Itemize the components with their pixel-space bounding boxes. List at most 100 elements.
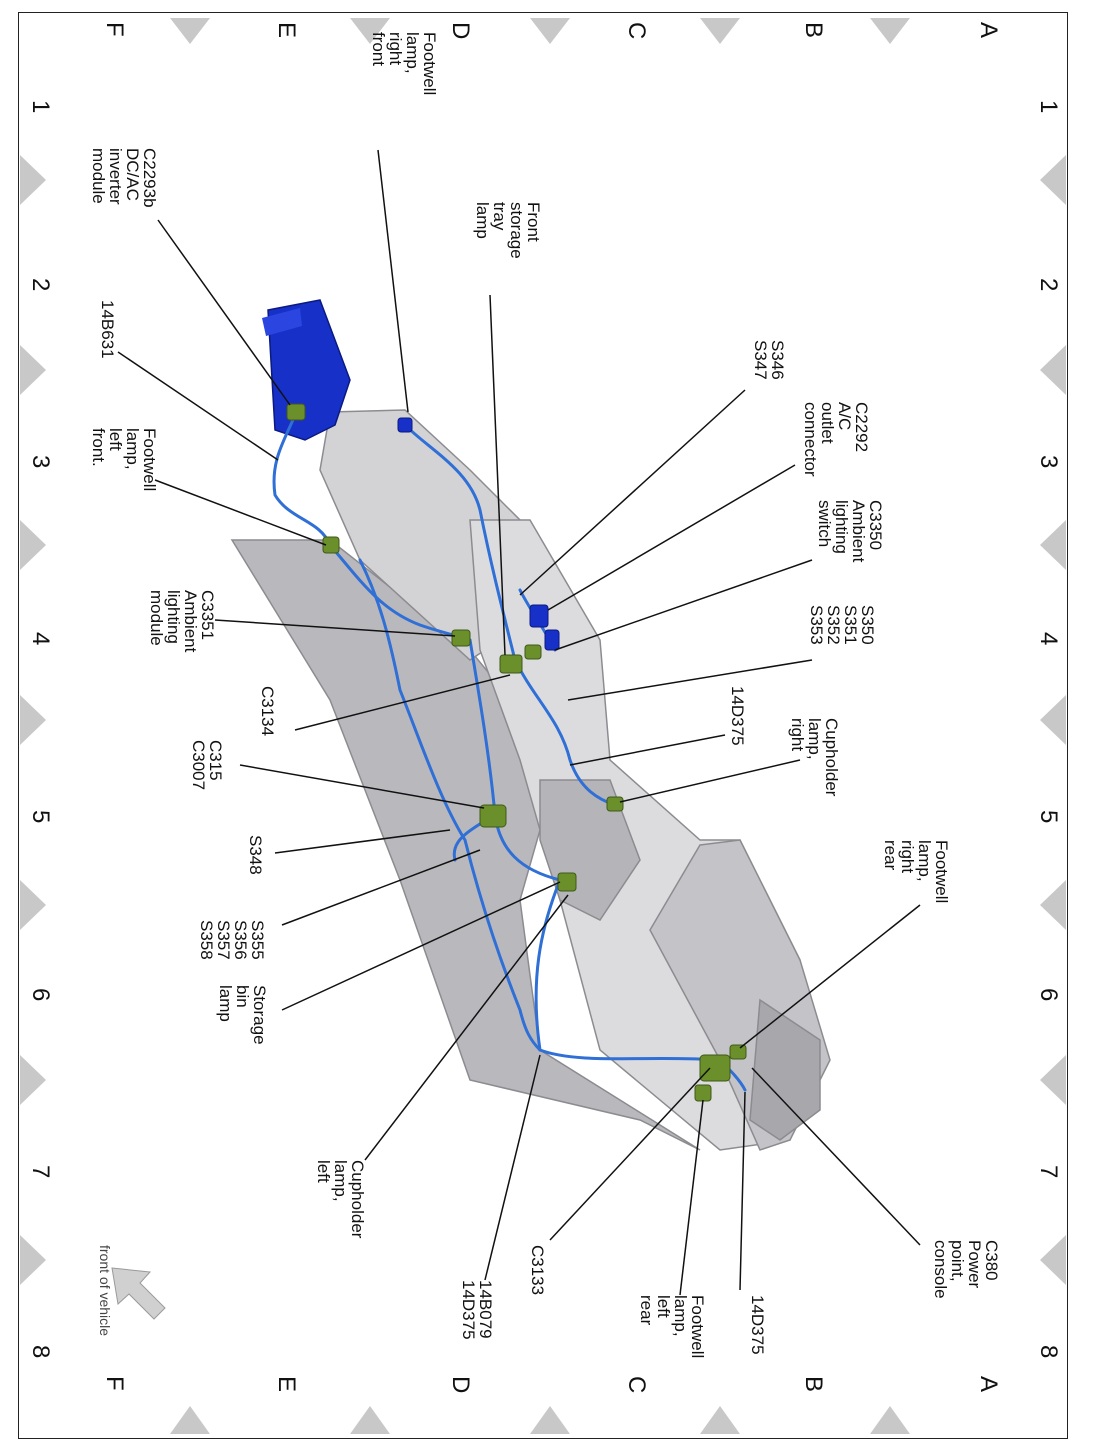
right-marker xyxy=(1040,695,1066,745)
leader-cupholder-left xyxy=(364,894,569,1161)
grid-number-1-left: 1 xyxy=(27,100,54,114)
right-marker xyxy=(1040,880,1066,930)
grid-letter-f-bottom: F xyxy=(101,1376,128,1391)
leader-14d375-top xyxy=(569,734,726,766)
leader-s350 xyxy=(567,659,813,701)
connector-c3351 xyxy=(451,629,471,647)
leader-cupholder-right xyxy=(619,759,801,803)
label-c3134: C3134 xyxy=(258,686,277,737)
grid-letter-d-bottom: D xyxy=(447,1376,474,1394)
grid-number-4-left: 4 xyxy=(27,632,54,646)
top-marker xyxy=(530,18,570,44)
top-marker xyxy=(700,18,740,44)
grid-letter-a-top: A xyxy=(975,22,1002,39)
leader-c3351 xyxy=(214,619,456,637)
connector-footwell-lr xyxy=(694,1084,712,1102)
leader-footwell-rr xyxy=(739,904,921,1049)
grid-letter-f-top: F xyxy=(101,22,128,37)
leader-front-tray xyxy=(489,294,506,656)
grid-letter-c-bottom: C xyxy=(623,1376,650,1394)
label-14b631: 14B631 xyxy=(98,300,117,359)
leader-s346 xyxy=(519,389,746,596)
bottom-marker xyxy=(870,1406,910,1434)
connector-footwell-rf xyxy=(397,417,413,433)
right-marker xyxy=(1040,1055,1066,1105)
top-marker xyxy=(170,18,210,44)
grid-number-1-right: 1 xyxy=(1035,100,1062,114)
leader-s355 xyxy=(281,849,481,926)
right-marker xyxy=(1040,520,1066,570)
grid-number-8-right: 8 xyxy=(1035,1345,1062,1359)
bottom-marker xyxy=(350,1406,390,1434)
connectors xyxy=(286,403,747,1102)
top-marker xyxy=(350,18,390,44)
left-marker xyxy=(20,695,46,745)
connector-c3134 xyxy=(499,654,523,674)
grid-letter-e-bottom: E xyxy=(273,1376,300,1393)
leader-c3134 xyxy=(294,674,511,731)
harness-branch xyxy=(272,413,332,547)
console-rear-cap xyxy=(749,998,821,1141)
connector-c3350 xyxy=(544,629,560,651)
leader-footwell-lr xyxy=(679,1099,704,1296)
label-14d375-top: 14D375 xyxy=(728,686,747,746)
blue-connectors xyxy=(397,417,560,651)
leader-footwell-lf xyxy=(154,479,327,546)
connector-storage-bin xyxy=(557,872,577,892)
grid-number-2-right: 2 xyxy=(1035,278,1062,292)
label-c3133: C3133 xyxy=(528,1245,547,1296)
leader-14b079 xyxy=(484,1054,541,1281)
label-front-of-vehicle: front of vehicle xyxy=(97,1245,113,1337)
diagram-frame xyxy=(18,12,1068,1439)
left-marker xyxy=(20,155,46,205)
left-marker xyxy=(20,1235,46,1285)
connector-c3133 xyxy=(699,1054,731,1082)
leader-storage-bin xyxy=(281,881,561,1011)
top-marker xyxy=(870,18,910,44)
grid-letter-b-top: B xyxy=(800,22,827,39)
leader-14b631 xyxy=(117,351,279,461)
grid-number-7-right: 7 xyxy=(1035,1165,1062,1179)
front-of-vehicle-arrow xyxy=(111,1267,166,1320)
inverter-module xyxy=(262,299,351,441)
grid-number-5-right: 5 xyxy=(1035,810,1062,824)
grid-number-6-left: 6 xyxy=(27,988,54,1002)
grid-number-5-left: 5 xyxy=(27,810,54,824)
bottom-marker xyxy=(530,1406,570,1434)
grid-letter-e-top: E xyxy=(273,22,300,39)
border-markers xyxy=(20,18,1066,1434)
leader-s348 xyxy=(274,829,451,854)
connector-c2293b xyxy=(286,403,306,421)
leader-c380 xyxy=(751,1067,921,1246)
leader-c3133 xyxy=(549,1067,711,1241)
left-marker xyxy=(20,1055,46,1105)
grid-letter-a-bottom: A xyxy=(975,1376,1002,1393)
leader-c315 xyxy=(239,764,485,809)
grid-letter-d-top: D xyxy=(447,22,474,40)
leader-lines xyxy=(117,149,921,1296)
connector-footwell-rr xyxy=(729,1044,747,1060)
left-marker xyxy=(20,345,46,395)
connector-c315 xyxy=(479,804,507,828)
label-14d375-bottom: 14D375 xyxy=(748,1295,767,1355)
bottom-marker xyxy=(170,1406,210,1434)
leader-c2292 xyxy=(547,464,796,611)
grid-number-7-left: 7 xyxy=(27,1165,54,1179)
